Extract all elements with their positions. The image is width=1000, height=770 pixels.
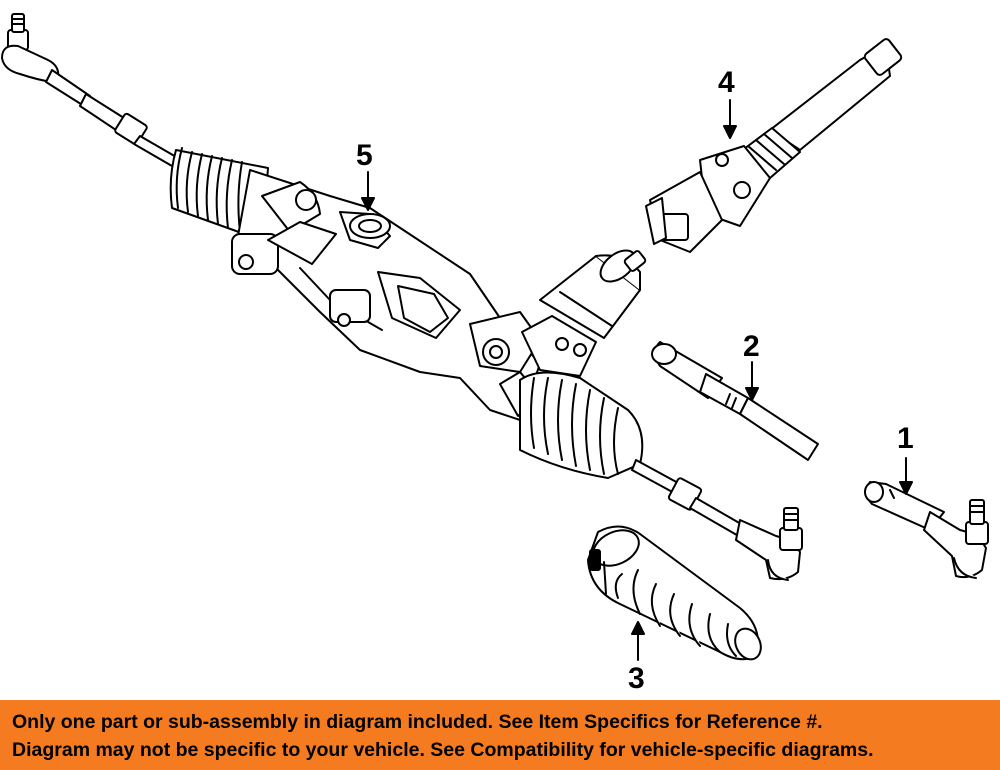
callout-label-1: 1 — [897, 422, 914, 455]
callout-label-2: 2 — [743, 330, 760, 363]
inner-tie-rod — [651, 341, 819, 461]
callout-label-3: 3 — [628, 662, 645, 695]
rack-housing — [231, 169, 597, 421]
right-bellows-boot — [519, 371, 644, 479]
steering-shaft — [645, 38, 903, 253]
disclaimer-line-2: Diagram may not be specific to your vehi… — [12, 739, 874, 761]
left-tie-rod-end — [1, 13, 179, 167]
steering-motor — [539, 249, 647, 339]
disclaimer-banner: Only one part or sub-assembly in diagram… — [0, 700, 1000, 770]
callout-label-5: 5 — [356, 139, 373, 172]
outer-tie-rod-end — [864, 481, 989, 579]
steering-rack-diagram — [1, 13, 989, 661]
callout-arrows — [361, 99, 913, 661]
steering-gear-assembly — [1, 13, 803, 581]
right-tie-rod-end — [631, 459, 803, 581]
callout-label-4: 4 — [718, 66, 735, 99]
bellows-boot-kit — [587, 525, 762, 661]
disclaimer-line-1: Only one part or sub-assembly in diagram… — [12, 711, 823, 733]
